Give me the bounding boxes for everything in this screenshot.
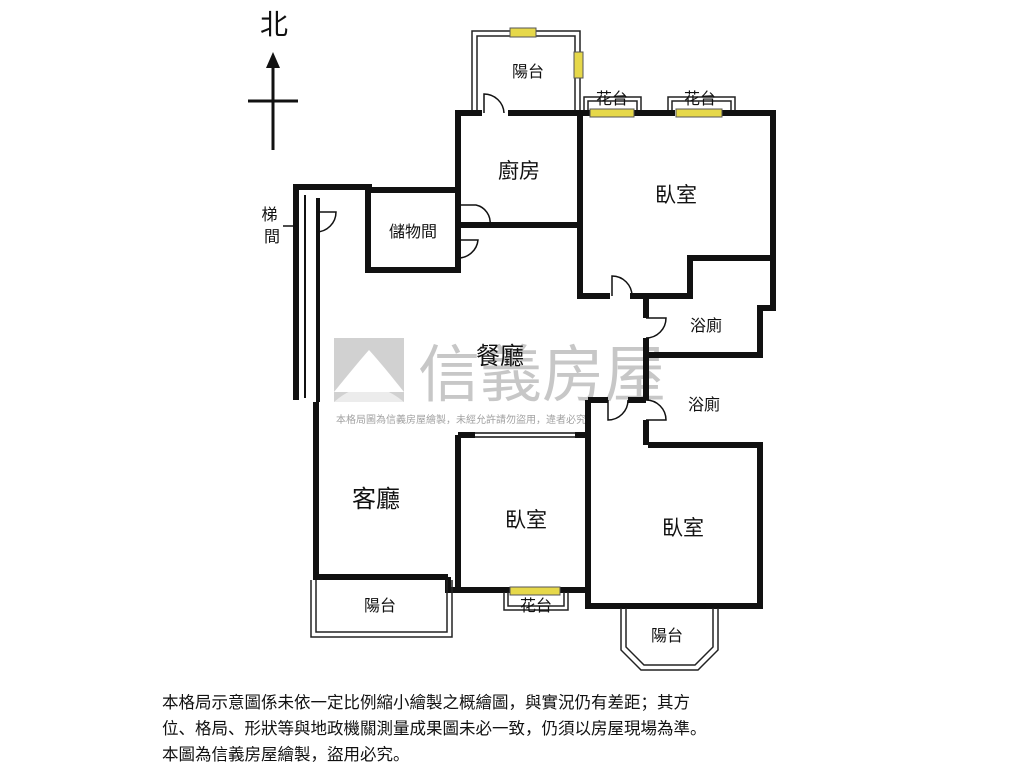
balcony-living-label: 陽台 [364,596,396,615]
north-label: 北 [260,8,288,41]
bedroom-middle-label: 臥室 [505,508,547,532]
living-label: 客廳 [352,485,400,513]
balcony-living [310,580,453,638]
brand-logo-icon [334,338,404,402]
flower-terrace-top [583,96,736,110]
bath-2-label: 浴廁 [688,395,720,414]
flower-terrace-1-label: 花台 [596,89,628,108]
balcony-bay-label: 陽台 [651,626,683,645]
disclaimer-line1: 本格局示意圖係未依一定比例縮小繪製之概繪圖，與實況仍有差距；其方 [162,693,690,712]
flower-terrace-2-label: 花台 [684,89,716,108]
compass: 北 [248,8,298,150]
storage-label: 儲物間 [389,222,437,241]
bath-1-label: 浴廁 [690,316,722,335]
watermark: 信義房屋 本格局圖為信義房屋繪製，未經允許請勿盜用，違者必究 [334,338,666,426]
room-labels: 陽台 花台 花台 廚房 儲物間 臥室 梯 間 浴廁 浴廁 餐廳 客廳 臥室 臥室… [261,62,722,645]
balcony-bay [620,608,719,671]
windows [509,27,723,596]
disclaimer-line3: 本圖為信義房屋繪製，盜用必究。 [162,745,410,764]
kitchen-label: 廚房 [498,159,540,183]
sliding-doors [322,432,706,609]
disclaimer: 本格局示意圖係未依一定比例縮小繪製之概繪圖，與實況仍有差距；其方 位、格局、形狀… [162,690,882,768]
bedroom-right-label: 臥室 [662,516,704,540]
watermark-brand: 信義房屋 [418,338,666,411]
balcony-north-label: 陽台 [512,62,544,81]
watermark-notice: 本格局圖為信義房屋繪製，未經允許請勿盜用，違者必究 [336,413,586,426]
flower-terrace-bottom [503,592,569,611]
floor-plan: 北 信義房屋 本格局圖為信義房屋繪製，未經允許請勿盜用，違者必究 [248,8,776,671]
dining-label: 餐廳 [476,342,524,370]
stairwell-label-line1: 梯 [261,205,277,224]
disclaimer-line2: 位、格局、形狀等與地政機關測量成果圖未必一致，仍須以房屋現場為準。 [162,719,707,738]
bedroom-master-label: 臥室 [655,183,697,207]
stairwell-label-line2: 間 [264,227,280,246]
door-swings [315,93,667,421]
walls [313,110,776,609]
stairwell-label: 梯 間 [261,205,282,246]
flower-terrace-3-label: 花台 [520,596,552,615]
